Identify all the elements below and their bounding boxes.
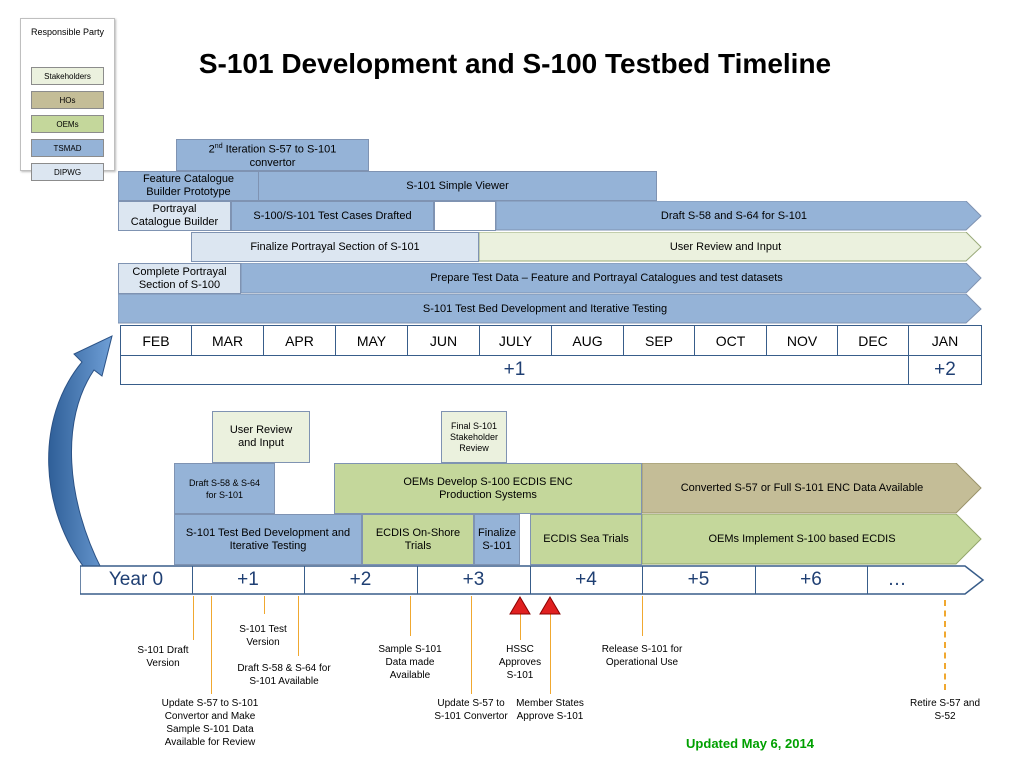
bar-draft-s58-shape [496, 201, 982, 231]
milestone-line [471, 596, 472, 694]
month-cell: SEP [623, 325, 695, 356]
month-cell: JUN [407, 325, 480, 356]
milestone-line [298, 596, 299, 656]
warning-triangle-icon [509, 596, 531, 615]
bar-user-review-shape [479, 232, 982, 262]
month-cell: MAR [191, 325, 264, 356]
legend-oems: OEMs [31, 115, 104, 133]
month-cell: MAY [335, 325, 408, 356]
bar-converted-shape [642, 463, 982, 514]
month-cell: OCT [694, 325, 767, 356]
bar-oems-implement: OEMs Implement S-100 based ECDIS [708, 533, 896, 545]
note-release: Release S-101 for Operational Use [601, 644, 683, 668]
legend-title: Responsible Party [30, 27, 105, 37]
note-hssc: HSSC Approves S-101 [498, 644, 542, 681]
year-cell: +4 [530, 566, 643, 594]
bar-pc-builder: Portrayal Catalogue Builder [118, 201, 231, 231]
year-cell-ellipsis: … [887, 569, 907, 590]
year-plus2-band: +2 [908, 355, 982, 385]
bar-oems-implement-shape [642, 514, 982, 565]
month-cell: AUG [551, 325, 624, 356]
note-draft-s58-available: Draft S-58 & S-64 for S-101 Available [237, 663, 331, 687]
note-update-convertor: Update S-57 to S-101 Convertor and Make … [161, 698, 259, 748]
bar-testbed-dev-shape [118, 294, 982, 324]
bar-testbed-dev: S-101 Test Bed Development and Iterative… [422, 302, 668, 315]
note-test-version: S-101 Test Version [239, 624, 287, 648]
bar-oems-develop: OEMs Develop S-100 ECDIS ENC Production … [334, 463, 642, 514]
year-cell: +6 [755, 566, 868, 594]
warning-triangle-icon [539, 596, 561, 615]
year-cell: Year 0 [80, 566, 193, 594]
month-cell: DEC [837, 325, 909, 356]
milestone-line [520, 614, 521, 640]
year-cell: +2 [304, 566, 418, 594]
year-cell: +3 [417, 566, 531, 594]
note-member-states: Member States Approve S-101 [516, 698, 584, 722]
note-retire: Retire S-57 and S-52 [909, 698, 981, 722]
month-cell: FEB [120, 325, 192, 356]
milestone-line [211, 596, 212, 694]
bar-lower-testbed: S-101 Test Bed Development and Iterative… [174, 514, 362, 565]
bar-converted: Converted S-57 or Full S-101 ENC Data Av… [680, 482, 924, 494]
bar-complete-portrayal: Complete Portrayal Section of S-100 [118, 263, 241, 294]
note-sample-data: Sample S-101 Data made Available [378, 644, 442, 681]
bar-lower-draft-s58: Draft S-58 & S-64 for S-101 [174, 463, 275, 514]
legend-tsmad: TSMAD [31, 139, 104, 157]
bar-finalize-s101: Finalize S-101 [474, 514, 520, 565]
milestone-line [410, 596, 411, 636]
page-title: S-101 Development and S-100 Testbed Time… [198, 48, 832, 79]
bar-user-review: User Review and Input [669, 240, 782, 253]
bar-final-review: Final S-101 Stakeholder Review [441, 411, 507, 463]
milestone-line [550, 614, 551, 694]
note-s101-draft: S-101 Draft Version [137, 645, 189, 669]
bar-test-cases: S-100/S-101 Test Cases Drafted [231, 201, 434, 231]
bar-prepare-test: Prepare Test Data – Feature and Portraya… [430, 272, 783, 284]
month-cell: NOV [766, 325, 838, 356]
year-cell: +5 [642, 566, 756, 594]
milestone-line [264, 596, 265, 614]
month-cell: APR [263, 325, 336, 356]
milestone-line [642, 596, 643, 636]
year-plus1-band: +1 [120, 355, 909, 385]
note-update-s57: Update S-57 to S-101 Convertor [434, 698, 508, 722]
legend-stakeholders: Stakeholders [31, 67, 104, 85]
bar-gap [434, 201, 496, 231]
legend-hos: HOs [31, 91, 104, 109]
legend-responsible-party: Responsible Party Stakeholders HOs OEMs … [20, 18, 115, 181]
bar-onshore-trials: ECDIS On-Shore Trials [362, 514, 474, 565]
year-row-arrow [80, 565, 985, 595]
milestone-dashed-line [944, 600, 946, 690]
updated-date: Updated May 6, 2014 [686, 736, 814, 751]
bar-prepare-test-shape [241, 263, 982, 294]
bar-simple-viewer: S-101 Simple Viewer [258, 171, 657, 201]
bar-fc-builder: Feature Catalogue Builder Prototype [118, 171, 259, 201]
bar-draft-s58: Draft S-58 and S-64 for S-101 [660, 209, 808, 222]
legend-dipwg: DIPWG [31, 163, 104, 181]
year-cell: +1 [192, 566, 305, 594]
return-arrow-icon [48, 335, 113, 571]
bar-finalize-portrayal: Finalize Portrayal Section of S-101 [191, 232, 479, 262]
bar-lower-user-review: User Review and Input [212, 411, 310, 463]
month-cell: JULY [479, 325, 552, 356]
month-cell: JAN [908, 325, 982, 356]
bar-sea-trials: ECDIS Sea Trials [530, 514, 642, 565]
milestone-line [193, 596, 194, 640]
